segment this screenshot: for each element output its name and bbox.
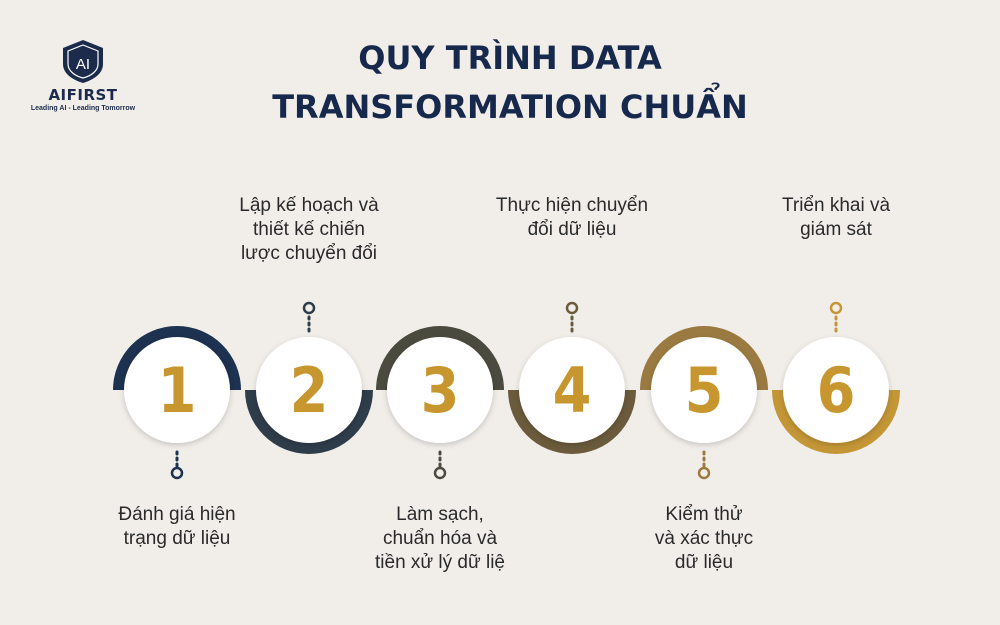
step-number-5: 5 (685, 354, 724, 427)
step-circle-5 (651, 337, 757, 443)
step-circle-2 (256, 337, 362, 443)
logo-tagline: Leading AI - Leading Tomorrow (30, 105, 136, 112)
step-circle-4 (519, 337, 625, 443)
logo-name: AIFIRST (48, 86, 118, 104)
step-connector-dot-2 (302, 301, 316, 315)
step-number-3: 3 (421, 354, 460, 427)
logo: AI AIFIRST Leading AI - Leading Tomorrow (28, 38, 138, 112)
page-title-line-2: TRANSFORMATION CHUẨN (272, 88, 748, 126)
step-connector-dot-1 (170, 466, 184, 480)
step-number-6: 6 (817, 354, 856, 427)
step-circle-1 (124, 337, 230, 443)
step-number-1: 1 (158, 354, 197, 427)
step-ring-4 (508, 390, 636, 454)
step-number-2: 2 (290, 354, 329, 427)
step-ring-6 (772, 390, 900, 454)
step-ring-5 (640, 326, 768, 390)
step-circle-6 (783, 337, 889, 443)
step-connector-dot-3 (433, 466, 447, 480)
step-connector-dot-5 (697, 466, 711, 480)
logo-mark-text: AI (76, 56, 90, 73)
step-number-4: 4 (553, 354, 592, 427)
step-connector-dot-6 (829, 301, 843, 315)
step-ring-2 (245, 390, 373, 454)
shield-ai-icon: AI (63, 40, 103, 83)
step-ring-1 (113, 326, 241, 390)
step-ring-3 (376, 326, 504, 390)
step-circle-3 (387, 337, 493, 443)
page-title-line-1: QUY TRÌNH DATA (358, 39, 662, 77)
step-connector-dot-4 (565, 301, 579, 315)
